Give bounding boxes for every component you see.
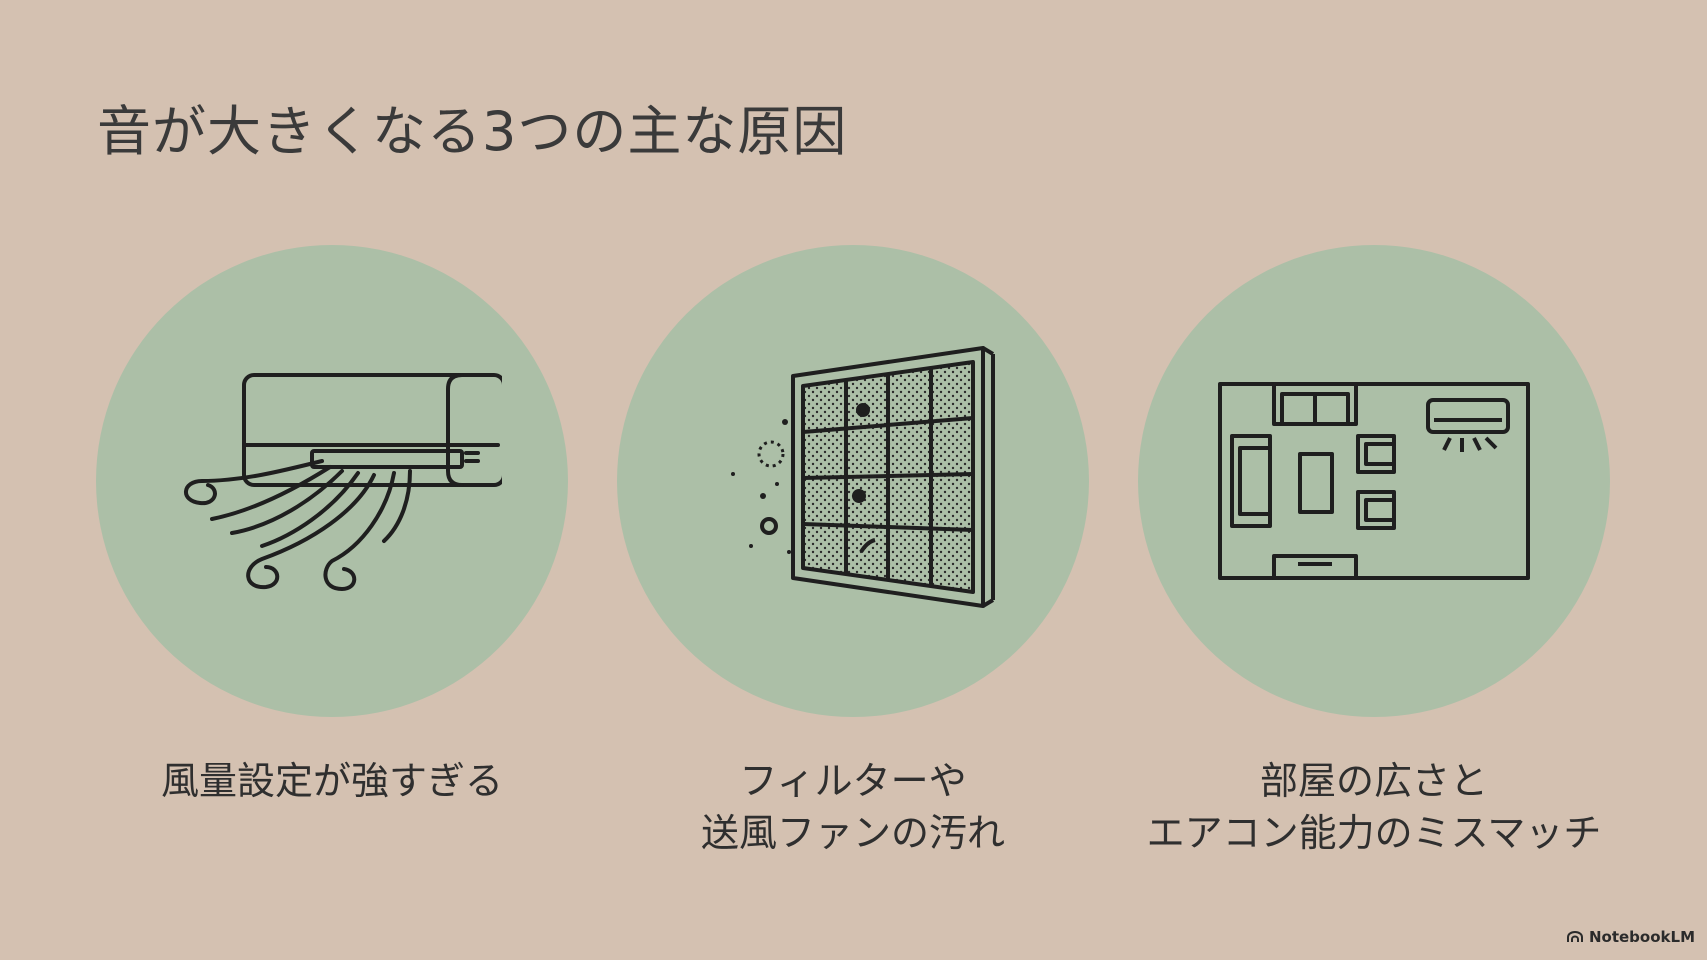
cause-label-line: 風量設定が強すぎる	[160, 759, 503, 803]
cause-card-2: フィルターや 送風ファンの汚れ	[617, 245, 1089, 859]
cause-label-line: 部屋の広さと	[1259, 759, 1488, 803]
cause-label: 部屋の広さと エアコン能力のミスマッチ	[1138, 755, 1610, 859]
slide-title: 音が大きくなる3つの主な原因	[97, 100, 848, 163]
brand-label: NotebookLM	[1588, 928, 1695, 946]
cause-circle	[96, 245, 568, 717]
cause-card-3: 部屋の広さと エアコン能力のミスマッチ	[1138, 245, 1610, 859]
cause-circle	[1138, 245, 1610, 717]
brand: NotebookLM	[1566, 928, 1695, 946]
cause-label-line: エアコン能力のミスマッチ	[1146, 811, 1602, 855]
cause-label: フィルターや 送風ファンの汚れ	[617, 755, 1089, 859]
cause-circle	[617, 245, 1089, 717]
cause-card-1: 風量設定が強すぎる	[96, 245, 568, 807]
notebooklm-logo-icon	[1566, 931, 1583, 942]
dirty-filter-icon	[731, 346, 995, 608]
cause-label-line: 送風ファンの汚れ	[700, 811, 1005, 855]
cause-label-line: フィルターや	[739, 759, 967, 803]
air-conditioner-wind-icon	[184, 373, 502, 591]
room-floorplan-icon	[1218, 382, 1530, 580]
cause-label: 風量設定が強すぎる	[96, 755, 568, 807]
